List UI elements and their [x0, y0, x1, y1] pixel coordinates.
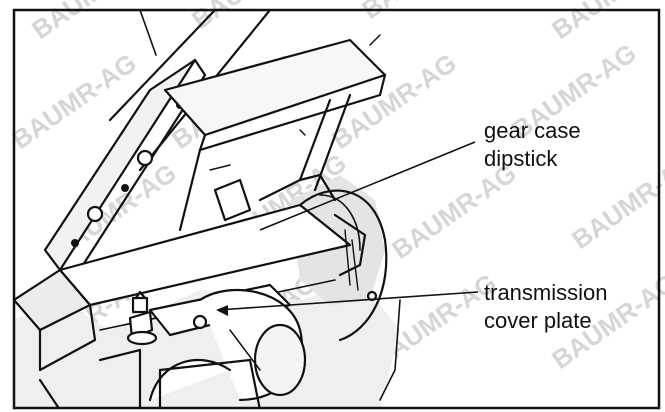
callout-line: gear case	[484, 118, 581, 143]
machine-drawing	[14, 10, 401, 408]
watermark-text: BAUMR-AG	[566, 148, 665, 255]
callout-transmission-cover-plate: transmission cover plate	[484, 280, 614, 333]
watermark-text: BAUMR-AG	[26, 0, 162, 45]
callout-gear-case-dipstick: gear case dipstick	[484, 118, 587, 171]
callout-line: cover plate	[484, 308, 592, 333]
transmission-cover-plate-leader	[217, 291, 479, 311]
leader-lines	[216, 141, 479, 316]
arrowhead	[216, 305, 228, 316]
callout-line: dipstick	[484, 146, 558, 171]
callout-line: transmission	[484, 280, 607, 305]
figure-border	[12, 8, 661, 410]
watermark-text: BAUMR-AG	[386, 158, 522, 265]
gear-case-dipstick-leader	[259, 141, 476, 231]
watermark-text: BAUMR-AG	[356, 0, 492, 25]
watermark-text: BAUMR-AG	[546, 0, 665, 45]
